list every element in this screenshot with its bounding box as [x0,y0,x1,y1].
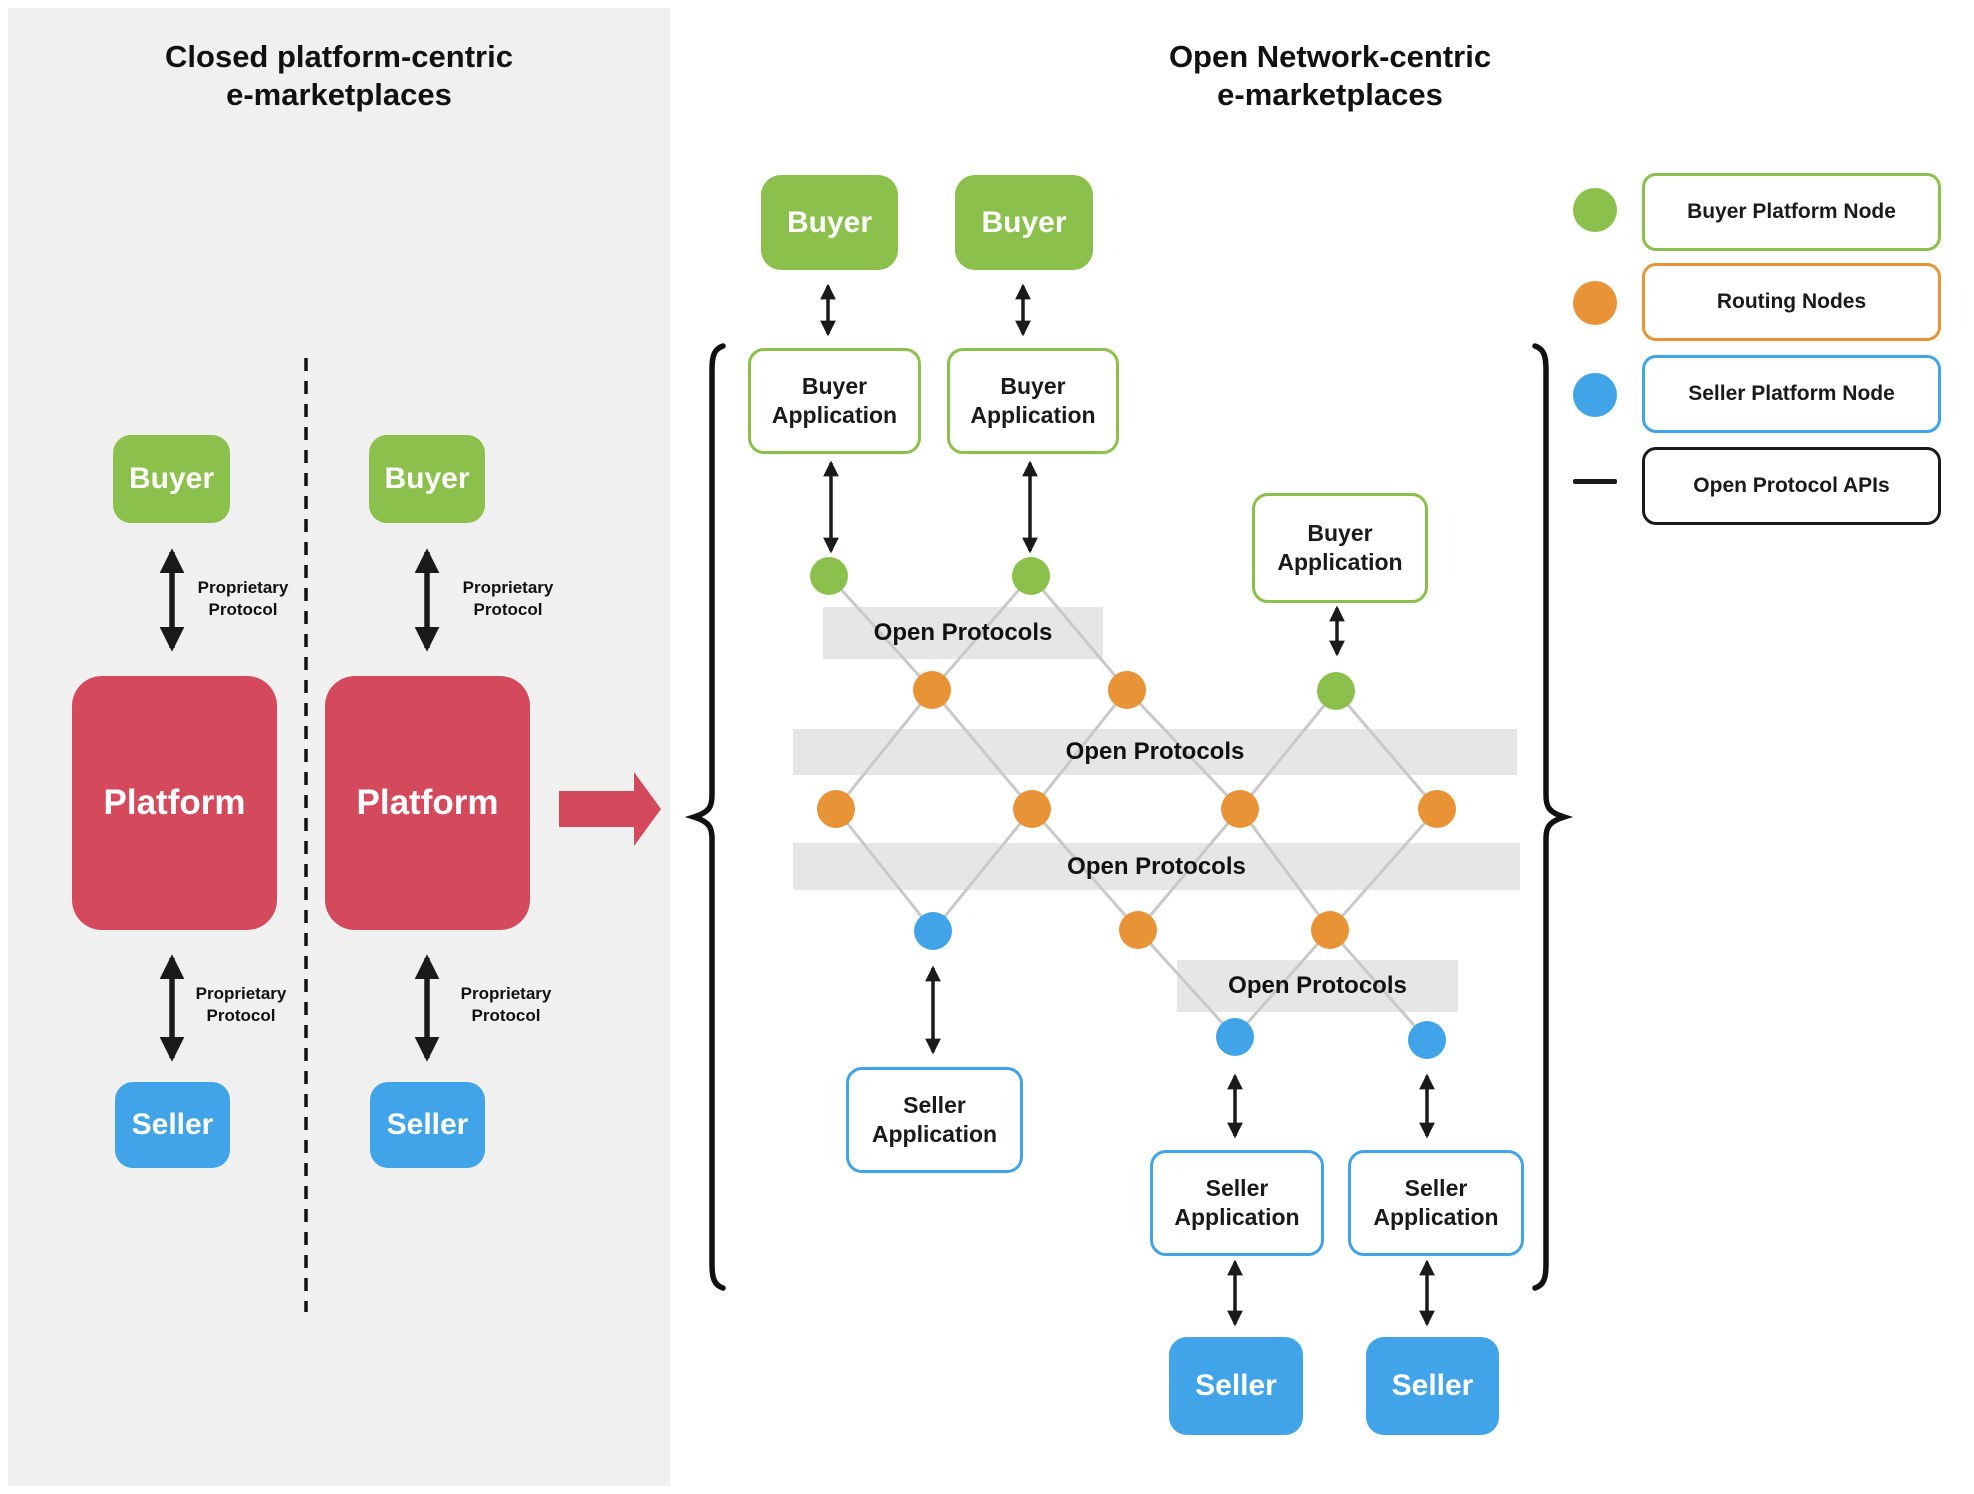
open-panel-title: Open Network-centric e-marketplaces [1168,39,1492,113]
routing-node [1119,911,1157,949]
seller-box: Seller [1169,1337,1303,1435]
seller-platform-node [914,912,952,950]
routing-node [913,671,951,709]
routing-node [1013,790,1051,828]
buyer-platform-node [1317,672,1355,710]
legend-routing-node-icon [1573,281,1617,325]
proprietary-protocol-label: Proprietary Protocol [195,984,287,1026]
buyer-application-box: Buyer Application [947,348,1119,454]
platform-box: Platform [325,676,530,930]
seller-box: Seller [115,1082,230,1168]
seller-application-box: Seller Application [1150,1150,1324,1256]
buyer-box: Buyer [369,435,485,523]
platform-box: Platform [72,676,277,930]
routing-node [1108,671,1146,709]
seller-box: Seller [1366,1337,1499,1435]
routing-node [1418,790,1456,828]
routing-node [1221,790,1259,828]
proprietary-protocol-label: Proprietary Protocol [462,578,554,620]
seller-box: Seller [370,1082,485,1168]
buyer-application-box: Buyer Application [748,348,921,454]
open-protocols-label: Open Protocols [1065,738,1245,765]
seller-application-box: Seller Application [1348,1150,1524,1256]
buyer-platform-node [810,557,848,595]
buyer-box: Buyer [113,435,230,523]
legend-open-protocol-line-icon [1573,479,1617,484]
routing-node [1311,911,1349,949]
routing-node [817,790,855,828]
legend-seller-platform-node: Seller Platform Node [1642,355,1941,433]
right-brace [1532,343,1574,1291]
buyer-platform-node [1012,557,1050,595]
legend-buyer-node-icon [1573,188,1617,232]
proprietary-protocol-label: Proprietary Protocol [460,984,552,1026]
legend-seller-node-icon [1573,373,1617,417]
open-protocols-label: Open Protocols [1067,852,1246,880]
legend-routing-nodes: Routing Nodes [1642,263,1941,341]
legend-buyer-platform-node: Buyer Platform Node [1642,173,1941,251]
closed-panel-title: Closed platform-centric e-marketplaces [165,39,513,113]
open-protocols-label: Open Protocols [1228,972,1407,999]
buyer-box: Buyer [955,175,1093,270]
buyer-box: Buyer [761,175,898,270]
legend-open-protocol-apis: Open Protocol APIs [1642,447,1941,525]
left-brace [684,343,726,1291]
seller-platform-node [1408,1021,1446,1059]
proprietary-protocol-label: Proprietary Protocol [197,578,289,620]
buyer-application-box: Buyer Application [1252,493,1428,603]
open-protocols-label: Open Protocols [873,619,1053,646]
seller-platform-node [1216,1018,1254,1056]
seller-application-box: Seller Application [846,1067,1023,1173]
